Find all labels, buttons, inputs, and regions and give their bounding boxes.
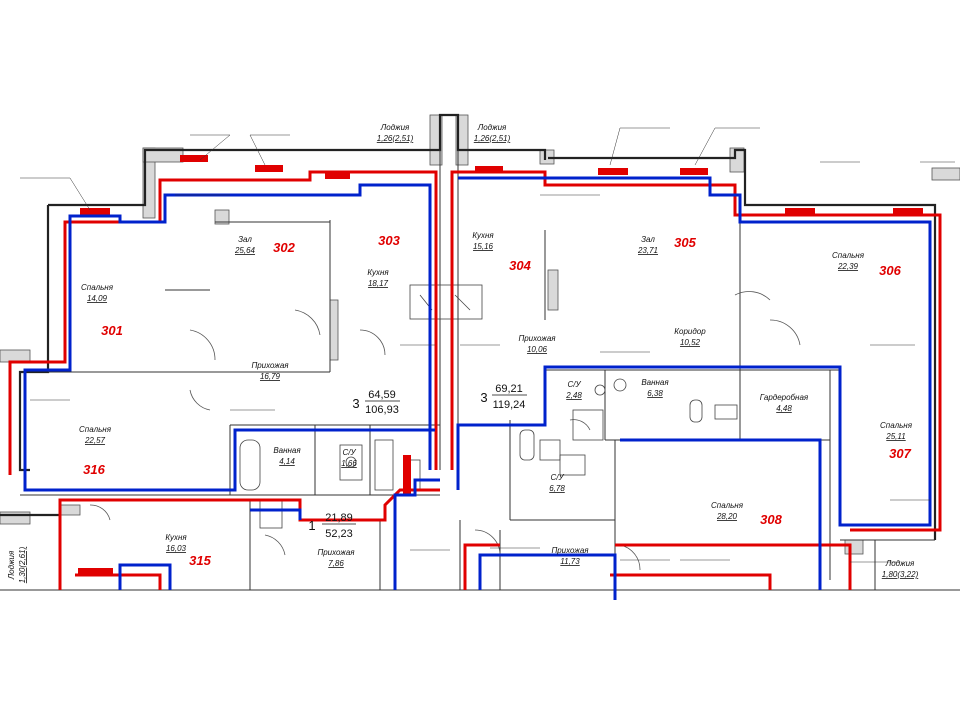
room-area: 11,73 [560, 557, 580, 566]
apartment-room-count: 3 [352, 396, 359, 411]
room-number: 301 [101, 323, 123, 338]
room-name: Прихожая [518, 334, 556, 343]
room-area: 1,66 [341, 459, 357, 468]
apartment-living-area: 21,89 [325, 512, 353, 524]
room-name: Кухня [367, 268, 389, 277]
room-area: 28,20 [716, 512, 738, 521]
room-name: Спальня [832, 251, 865, 260]
supply-pipes [8, 155, 942, 590]
room-area: 22,39 [837, 262, 859, 271]
room-area: 16,03 [166, 544, 187, 553]
annotation-marks [20, 127, 955, 563]
wall-structure [0, 114, 960, 555]
room-area: 4,14 [279, 457, 295, 466]
apartment-room-count: 1 [308, 518, 315, 533]
room-name: Кухня [165, 533, 187, 542]
room-number: 302 [273, 240, 295, 255]
room-name: Спальня [711, 501, 744, 510]
apartment-total-area: 106,93 [365, 404, 399, 416]
room-area: 7,86 [328, 559, 344, 568]
apartment-summary-2: 3 69,21 119,24 [480, 383, 527, 411]
room-area: 18,17 [368, 279, 389, 288]
room-labels: Зал 25,64 Спальня 14,09 Кухня 18,17 Прих… [7, 123, 919, 583]
room-area: 23,71 [637, 246, 658, 255]
room-area: 6,78 [549, 484, 565, 493]
room-name: Коридор [674, 327, 706, 336]
room-number: 303 [378, 233, 400, 248]
apartment-living-area: 64,59 [368, 389, 396, 401]
room-area: 10,52 [680, 338, 701, 347]
room-area: 1,30(2,61) [18, 546, 27, 583]
room-number: 316 [83, 462, 105, 477]
room-area: 10,06 [527, 345, 548, 354]
room-area: 15,16 [473, 242, 494, 251]
room-name: Лоджия [885, 559, 915, 568]
room-number: 315 [189, 553, 211, 568]
room-area: 4,48 [776, 404, 792, 413]
room-area: 1,80(3,22) [882, 570, 919, 579]
room-number: 306 [879, 263, 901, 278]
room-name: Зал [641, 235, 655, 244]
room-number: 307 [889, 446, 911, 461]
room-name: Лоджия [7, 550, 16, 580]
apartment-total-area: 119,24 [493, 399, 526, 411]
room-name: Лоджия [380, 123, 410, 132]
room-name: С/У [550, 473, 564, 482]
walls [0, 113, 960, 600]
room-name: С/У [342, 448, 356, 457]
room-name: Прихожая [551, 546, 589, 555]
room-name: Ванная [273, 446, 301, 455]
apartment-summary-1: 3 64,59 106,93 [352, 389, 400, 416]
room-name: Спальня [81, 283, 114, 292]
room-name: Спальня [79, 425, 112, 434]
apartment-total-area: 52,23 [325, 528, 353, 540]
apartment-summary-3: 1 21,89 52,23 [308, 512, 356, 540]
room-area: 22,57 [84, 436, 106, 445]
room-area: 1,26(2,51) [474, 134, 511, 143]
room-name: Ванная [641, 378, 669, 387]
room-name: Прихожая [317, 548, 355, 557]
room-area: 25,11 [885, 432, 905, 441]
room-numbers: 301 302 303 304 305 306 307 308 315 316 [83, 233, 911, 568]
room-name: Кухня [472, 231, 494, 240]
room-name: Спальня [880, 421, 913, 430]
room-area: 2,48 [565, 391, 582, 400]
room-name: С/У [567, 380, 581, 389]
room-name: Лоджия [477, 123, 507, 132]
return-pipes [23, 176, 932, 600]
apartment-room-count: 3 [480, 390, 487, 405]
room-area: 14,09 [87, 294, 108, 303]
room-area: 6,38 [647, 389, 663, 398]
room-area: 25,64 [234, 246, 256, 255]
room-number: 305 [674, 235, 696, 250]
room-name: Зал [238, 235, 252, 244]
sanitary-fixtures [239, 284, 738, 529]
room-area: 16,79 [260, 372, 281, 381]
room-number: 304 [509, 258, 531, 273]
room-name: Гардеробная [760, 393, 809, 402]
apartment-living-area: 69,21 [495, 383, 523, 395]
room-number: 308 [760, 512, 782, 527]
room-name: Прихожая [251, 361, 289, 370]
room-area: 1,26(2,51) [377, 134, 414, 143]
